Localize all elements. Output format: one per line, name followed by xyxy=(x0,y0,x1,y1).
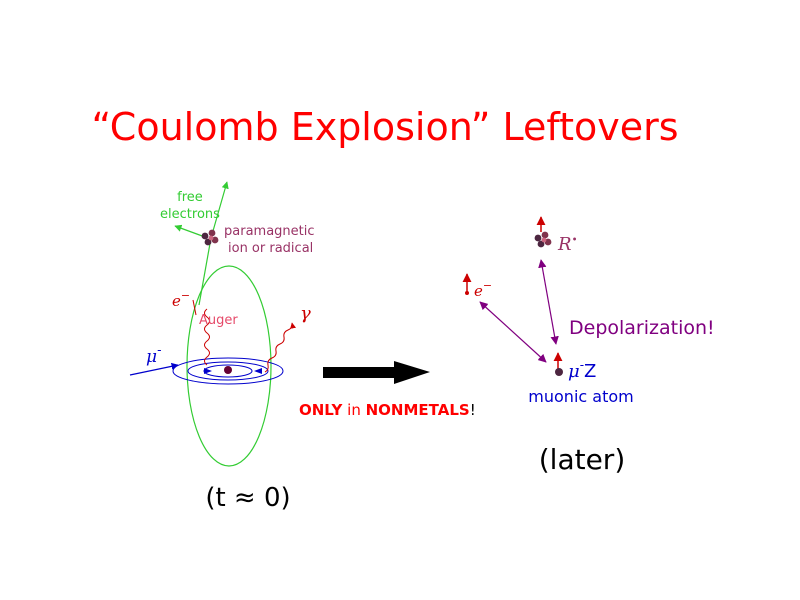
paramagnetic-ion-icon xyxy=(201,229,219,246)
slide-title: “Coulomb Explosion” Leftovers xyxy=(91,105,678,149)
electron-dot xyxy=(465,291,469,295)
electron-label-right: e− xyxy=(474,279,492,300)
muon-orbits xyxy=(172,357,284,385)
muon-label-left: μ- xyxy=(146,343,161,367)
orbit-arrow-right xyxy=(254,368,262,374)
electron-cloud-ellipse xyxy=(186,265,272,467)
radical-label: R• xyxy=(557,234,577,255)
muon-radical-interaction xyxy=(538,259,559,345)
free-electron-arrow-left xyxy=(174,224,206,238)
right-diagram: R• e− Depolarization! μ-Z muonic atom (l… xyxy=(462,216,715,476)
nonmetals-note: ONLY in NONMETALS! xyxy=(299,401,476,419)
electron-escape-line xyxy=(198,237,212,306)
transition-arrow xyxy=(323,361,430,384)
later-label: (later) xyxy=(539,443,626,476)
orbit-arrow-left xyxy=(204,368,212,374)
free-electrons-label-2: electrons xyxy=(160,207,220,222)
muon-z-label: μ-Z xyxy=(568,358,596,382)
paramagnetic-label: paramagnetic xyxy=(224,224,315,239)
auger-squiggle xyxy=(204,308,210,366)
electron-label-left: e− xyxy=(172,289,190,310)
paramagnetic-label-2: ion or radical xyxy=(228,241,313,256)
depolarization-label: Depolarization! xyxy=(569,317,715,339)
radical-icon xyxy=(534,231,552,248)
muon-incoming-path xyxy=(129,362,179,376)
gamma-squiggle xyxy=(264,322,296,373)
time-zero-label: (t ≈ 0) xyxy=(205,483,290,513)
nucleus-left xyxy=(224,366,232,374)
free-electrons-label: free xyxy=(177,190,203,205)
auger-arrow xyxy=(192,299,197,316)
muonic-atom-label: muonic atom xyxy=(528,387,633,406)
muonic-atom-nucleus xyxy=(555,368,563,376)
gamma-label: γ xyxy=(300,303,311,324)
muon-electron-interaction xyxy=(479,301,547,363)
free-electron-arrow-up xyxy=(210,181,229,239)
auger-label: Auger xyxy=(199,313,238,328)
left-diagram: free electrons paramagnetic ion or radic… xyxy=(129,181,315,513)
